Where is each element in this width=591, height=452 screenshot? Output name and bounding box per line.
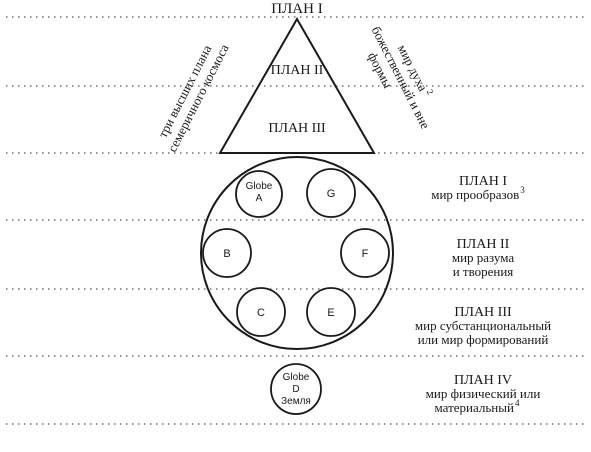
globe-a: Globe A <box>235 170 283 218</box>
triangle-plan-3-label: ПЛАН III <box>268 121 326 136</box>
plan-1-line-1: мир прообразов3 <box>431 185 525 202</box>
globe-e-circle <box>306 287 356 337</box>
left-side-caption: три высших плана семеричного космоса <box>155 41 232 154</box>
globe-d-label-line-1: Globe <box>283 372 310 383</box>
plan-4-description: ПЛАН IV мир физический или материальный4 <box>426 373 541 415</box>
globe-b-circle <box>202 228 252 278</box>
plan-1-superscript: 3 <box>520 185 525 195</box>
plan-3-line-2: или мир формирований <box>418 332 549 347</box>
globe-a-label-line-2: A <box>256 193 263 204</box>
plan-2-title: ПЛАН II <box>457 237 510 252</box>
plan-4-line-2-text: материальный <box>435 400 514 415</box>
globe-e-label: E <box>327 307 334 319</box>
globe-a-label-line-1: Globe <box>246 181 273 192</box>
top-plan-label: ПЛАН I <box>271 1 322 17</box>
plan-2-line-2: и творения <box>453 264 514 279</box>
plane-separators <box>6 16 585 425</box>
right-caption-superscript: 2 <box>425 88 436 97</box>
globe-f-label: F <box>362 248 369 260</box>
globe-b: B <box>202 228 252 278</box>
globe-f: F <box>340 228 390 278</box>
globe-d-label-line-2: D <box>292 384 299 395</box>
globe-g-circle <box>306 168 356 218</box>
globe-d-earth: Globe D Земля <box>270 363 322 415</box>
plan-3-description: ПЛАН III мир субстанциональный или мир ф… <box>415 305 551 347</box>
higher-planes-triangle: ПЛАН II ПЛАН III <box>218 16 376 154</box>
globe-e: E <box>306 287 356 337</box>
globe-d-circle <box>270 363 322 415</box>
plan-4-title: ПЛАН IV <box>454 373 512 388</box>
plan-3-line-1: мир субстанциональный <box>415 318 551 333</box>
right-side-caption: мир духа2 божественный и вне формы <box>365 24 436 132</box>
triangle-plan-2-label: ПЛАН II <box>271 63 324 78</box>
globe-c-circle <box>236 287 286 337</box>
plan-1-title: ПЛАН I <box>459 174 507 189</box>
plan-2-line-1: мир разума <box>452 250 515 265</box>
plan-4-line-1: мир физический или <box>426 386 541 401</box>
triangle-shape <box>218 16 376 154</box>
globe-g: G <box>306 168 356 218</box>
plan-1-description: ПЛАН I мир прообразов3 <box>431 174 525 202</box>
globe-c: C <box>236 287 286 337</box>
plan-4-line-2: материальный4 <box>435 398 520 415</box>
plan-4-superscript: 4 <box>515 398 520 408</box>
globes-circle: Globe A G B F C E <box>200 156 394 350</box>
globe-b-label: B <box>223 248 230 260</box>
globe-c-label: C <box>257 307 265 319</box>
globe-g-label: G <box>327 188 336 200</box>
outer-circle <box>200 156 394 350</box>
globe-a-circle <box>235 170 283 218</box>
plan-2-description: ПЛАН II мир разума и творения <box>452 237 515 279</box>
plan-1-line-1-text: мир прообразов <box>431 187 519 202</box>
globe-d-label-line-3: Земля <box>281 396 311 407</box>
globe-f-circle <box>340 228 390 278</box>
plan-3-title: ПЛАН III <box>454 305 512 320</box>
